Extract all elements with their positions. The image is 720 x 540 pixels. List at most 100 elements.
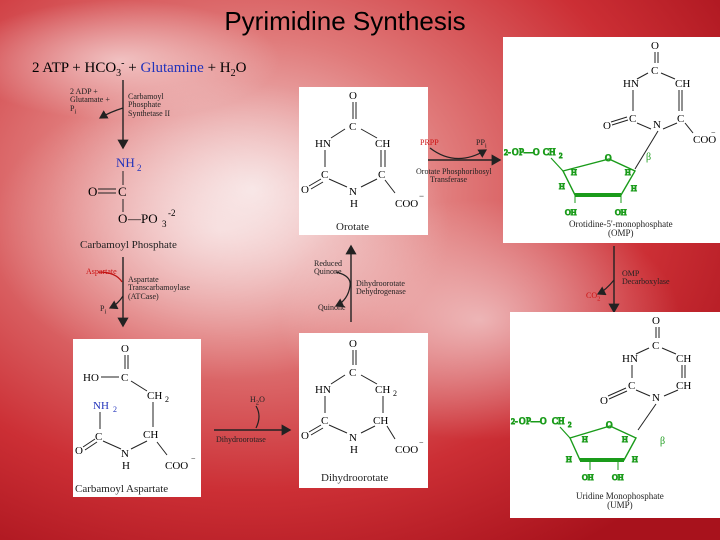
step4-reduced-l1: Reduced [314,259,342,268]
cp-po3-sub: 3 [162,219,167,229]
step3-h-sub: 2 [255,399,260,407]
ca-ho: HO [83,372,99,384]
oro-nh: H [350,198,358,210]
omp-ribose: 2- O P—O CH 2 O H H H H OH OH [504,147,638,218]
step6-enzyme: OMP Decarboxylase [622,269,670,287]
omp-c6: C [677,113,684,125]
step4-reduced-l2: Quinone [314,267,342,277]
ca-o-bot: O [75,445,83,457]
page-title: Pyrimidine Synthesis [224,6,466,36]
step4-enzyme: Dihydroorotate Dehydrogenase [356,279,406,297]
dho-c2: C [321,415,328,427]
step2-enzyme-l1: Aspartate [128,275,159,284]
ump-panel: O C HN CH C CH N O β 2- O P—O CH 2 O H H… [510,312,720,518]
ca-c-urea: C [95,431,102,443]
ump-phos-p: P—O [526,416,547,426]
step5-enzyme: Orotate Phosphoribosyl Transferase [416,167,492,185]
step4-enzyme-l1: Dihydroorotate [356,279,405,288]
omp-structure: O C HN CH C C N O COO − β 2- O P—O CH 2 … [504,40,717,218]
step2-enzyme: Aspartate Transcarbamoylase (ATCase) [128,275,190,301]
ump-beta: β [660,436,665,447]
oro-o-top: O [349,90,357,102]
oro-hn: HN [315,138,331,150]
cp-o2: O [118,211,127,226]
arrow-step1-side [98,107,124,119]
arrow-step5-side [429,147,488,160]
dho-hn: HN [315,384,331,396]
orotate-name: Orotate [336,221,369,233]
dho-o-top: O [349,338,357,350]
oro-n: N [349,186,357,198]
step6-co2: CO2 [586,291,601,303]
cp-charge: -2 [168,208,176,218]
arrow-step2-product [108,295,124,310]
oro-o-bot: O [301,184,309,196]
step4-reduced: Reduced Quinone [314,259,342,277]
carbamoyl-phosphate-structure: NH 2 C O O —PO 3 -2 [88,155,176,229]
step5-enzyme-l1: Orotate Phosphoribosyl [416,167,492,176]
arrow-step3-side [255,405,260,429]
dihydroorotate-structure: O C HN CH 2 C CH N H O COO − [301,338,424,456]
omp-panel: O C HN CH C C N O COO − β 2- O P—O CH 2 … [503,37,720,243]
step3-h: H [250,395,256,404]
ca-ch2-sub: 2 [165,395,169,404]
omp-beta: β [646,152,651,163]
omp-coo: COO [693,134,716,146]
ca-ch: CH [143,429,158,441]
ump-ch2r: CH [552,416,565,426]
ump-h2: H [622,435,628,444]
oro-ch: CH [375,138,390,150]
equation-glutamine: Glutamine [140,60,204,76]
ump-ring-o: O [606,420,613,430]
ca-coo-charge: − [191,454,196,463]
ump-phos-pre: 2- [511,417,518,426]
ump-h3: H [566,455,572,464]
ca-nh2: NH [93,400,109,412]
omp-phos-pre: 2- [504,148,511,157]
ump-h4: H [632,455,638,464]
omp-ch2-sub: 2 [559,152,563,160]
dho-coo-charge: − [419,438,424,447]
ump-ch2r-sub: 2 [568,421,572,429]
cp-po3: —PO [127,211,158,226]
carbamoyl-aspartate-panel: O HO C CH 2 NH 2 C CH O N H COO − Carbam… [73,339,201,497]
omp-n: N [653,119,661,131]
dihydroorotate-name: Dihydroorotate [321,472,389,484]
omp-name: Orotidine-5'-monophosphate (OMP) [569,219,673,239]
orotate-structure: O C HN CH C C N H O COO − [301,90,424,210]
step6-co: CO [586,291,598,300]
arrow-step2-side [97,271,123,283]
omp-ch: CH [675,78,690,90]
step3-enzyme: Dihydroorotase [216,435,266,444]
omp-o-top: O [651,40,659,52]
omp-c4: C [651,65,658,77]
ump-o-top: O [652,315,660,327]
ca-coo: COO [165,460,188,472]
step1-enzyme-l2: Phosphate [128,100,161,110]
omp-h1: H [571,168,577,177]
step1-side-glu: Glutamate + [70,95,110,105]
ca-nh: H [122,460,130,472]
dho-nh: H [350,444,358,456]
oro-c2: C [321,169,328,181]
equation-h2o: + H [207,60,231,76]
equation: 2 ATP + HCO3- + Glutamine + H2O [32,58,246,79]
step4-quinone: Quinone [318,303,346,312]
ca-c-acid: C [121,372,128,384]
step5-enzyme-l2: Transferase [430,175,468,185]
step6-co2-sub: 2 [597,295,601,303]
omp-h3: H [559,182,565,191]
omp-abbr: (OMP) [608,228,634,239]
step2-substrate: Aspartate [86,267,117,276]
ca-n: N [121,448,129,460]
ump-oh2: OH [612,473,624,482]
dihydroorotate-panel: O C HN CH 2 C CH N H O COO − Dihydroorot… [299,333,428,488]
omp-h4: H [631,184,637,193]
omp-h2: H [625,168,631,177]
dho-c4: C [349,367,356,379]
carbamoyl-aspartate-name: Carbamoyl Aspartate [75,483,169,495]
omp-phos-p: P—O [519,147,540,157]
step5-prpp: PRPP [420,138,439,147]
dho-coo: COO [395,444,418,456]
step1-side-p-sub: i [74,108,77,116]
